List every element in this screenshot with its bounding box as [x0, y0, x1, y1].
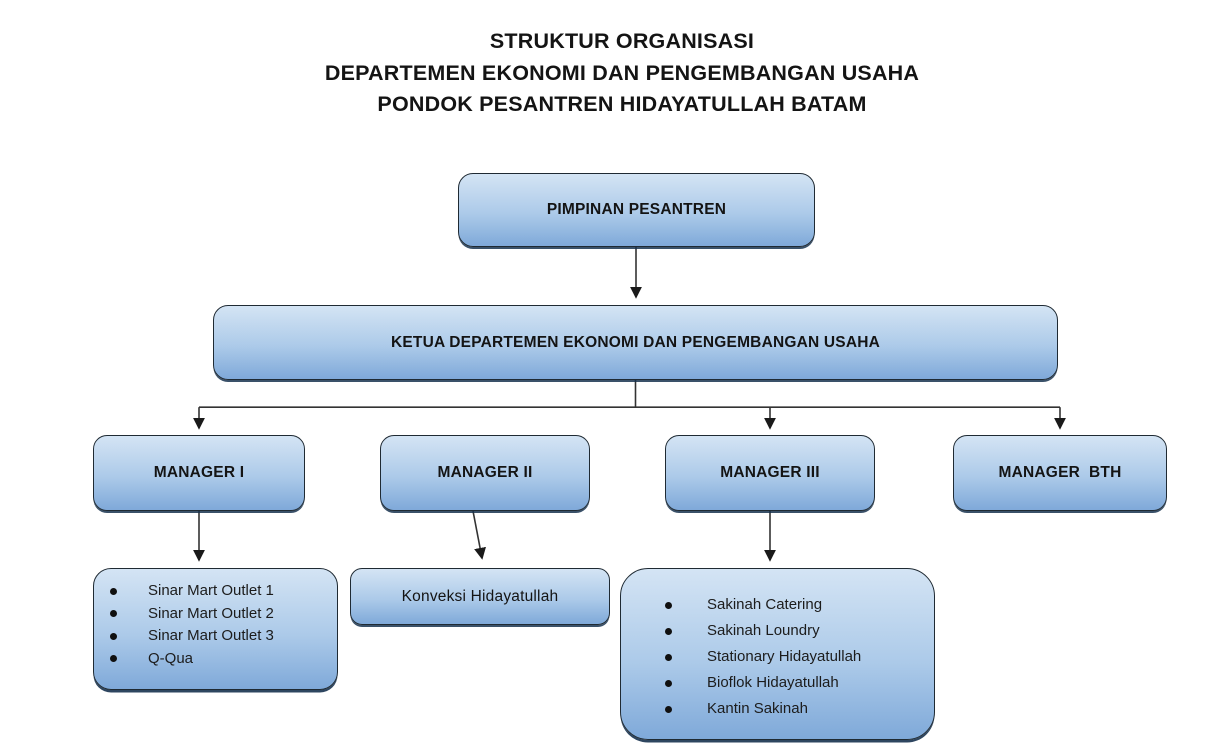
- list-item: Bioflok Hidayatullah: [665, 670, 926, 696]
- title-line-3: PONDOK PESANTREN HIDAYATULLAH BATAM: [377, 92, 867, 116]
- list-item-label: Sinar Mart Outlet 1: [148, 582, 274, 599]
- list-item: Sinar Mart Outlet 3: [110, 625, 329, 648]
- bullet-icon: [665, 679, 672, 687]
- list-item-label: Bioflok Hidayatullah: [707, 674, 839, 691]
- list-item-label: Stationary Hidayatullah: [707, 648, 862, 665]
- list-item: Sinar Mart Outlet 1: [110, 580, 329, 603]
- list-item: Kantin Sakinah: [665, 696, 926, 722]
- list-item-label: Sakinah Catering: [707, 596, 823, 613]
- node-manager-2: MANAGER II: [380, 435, 590, 511]
- node-label: PIMPINAN PESANTREN: [546, 201, 727, 218]
- node-manager-1: MANAGER I: [93, 435, 305, 511]
- bullet-icon: [110, 632, 117, 640]
- node-label: MANAGER II: [437, 464, 533, 481]
- bullet-icon: [110, 655, 117, 663]
- node-pimpinan-pesantren: PIMPINAN PESANTREN: [458, 173, 815, 247]
- node-manager3-units: Sakinah Catering Sakinah Loundry Station…: [620, 568, 935, 740]
- node-label: MANAGER BTH: [998, 464, 1122, 481]
- bullet-icon: [110, 587, 117, 595]
- node-manager1-units: Sinar Mart Outlet 1 Sinar Mart Outlet 2 …: [93, 568, 338, 690]
- node-label: MANAGER III: [720, 464, 820, 481]
- node-manager-3: MANAGER III: [665, 435, 875, 511]
- bullet-icon: [665, 653, 672, 661]
- node-label: Konveksi Hidayatullah: [401, 587, 559, 605]
- list-item-label: Kantin Sakinah: [707, 700, 808, 717]
- diagram-title: STRUKTUR ORGANISASI DEPARTEMEN EKONOMI D…: [0, 26, 1216, 121]
- list-item: Sakinah Loundry: [665, 618, 926, 644]
- node-label: KETUA DEPARTEMEN EKONOMI DAN PENGEMBANGA…: [390, 333, 881, 351]
- node-ketua-departemen: KETUA DEPARTEMEN EKONOMI DAN PENGEMBANGA…: [213, 305, 1058, 380]
- bullet-icon: [665, 705, 672, 713]
- list-item: Sinar Mart Outlet 2: [110, 603, 329, 626]
- manager1-unit-list: Sinar Mart Outlet 1 Sinar Mart Outlet 2 …: [110, 580, 329, 670]
- list-item-label: Sinar Mart Outlet 3: [148, 627, 274, 644]
- bullet-icon: [110, 610, 117, 618]
- edge-manager2-to-konveksi: [472, 510, 486, 560]
- bullet-icon: [665, 601, 672, 609]
- list-item-label: Sakinah Loundry: [707, 622, 820, 639]
- bullet-icon: [665, 627, 672, 635]
- node-manager-bth: MANAGER BTH: [953, 435, 1167, 511]
- manager3-unit-list: Sakinah Catering Sakinah Loundry Station…: [665, 592, 926, 722]
- list-item: Stationary Hidayatullah: [665, 644, 926, 670]
- node-label: MANAGER I: [153, 464, 245, 481]
- list-item: Sakinah Catering: [665, 592, 926, 618]
- title-line-2: DEPARTEMEN EKONOMI DAN PENGEMBANGAN USAH…: [324, 60, 920, 85]
- node-konveksi-hidayatullah: Konveksi Hidayatullah: [350, 568, 610, 625]
- list-item: Q-Qua: [110, 648, 329, 671]
- title-line-1: STRUKTUR ORGANISASI: [489, 29, 755, 53]
- list-item-label: Sinar Mart Outlet 2: [148, 604, 274, 622]
- list-item-label: Q-Qua: [148, 649, 194, 667]
